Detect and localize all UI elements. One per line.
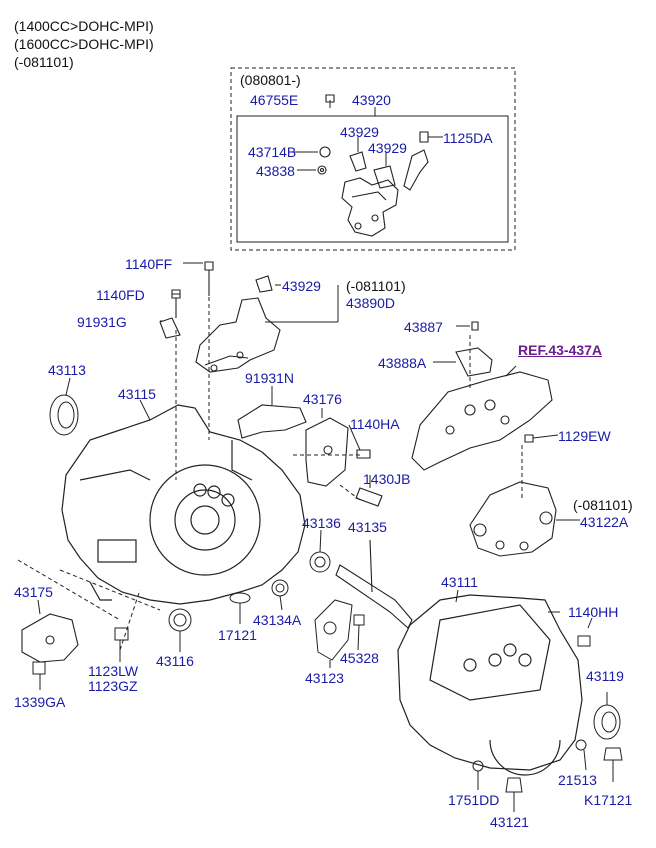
part-K17121[interactable]: K17121 <box>584 792 633 808</box>
header-line-1: (1400CC>DOHC-MPI) <box>14 18 154 34</box>
header-line-3: (-081101) <box>14 54 74 70</box>
clutch-housing-43115 <box>61 404 306 605</box>
part-43136[interactable]: 43136 <box>302 515 341 531</box>
bolt-1123LW <box>114 627 129 641</box>
part-43122A[interactable]: 43122A <box>580 514 629 530</box>
inset-solid-frame <box>236 115 509 243</box>
part-43920[interactable]: 43920 <box>352 92 391 108</box>
mount-bracket-43122A <box>469 481 557 557</box>
gasket-17121 <box>229 592 251 604</box>
o-ring-21513 <box>575 739 587 751</box>
inset-dashed-frame <box>230 67 516 251</box>
inset-date-note: (080801-) <box>240 72 301 88</box>
oil-seal-43113 <box>49 394 79 436</box>
part-1123LW[interactable]: 1123LW <box>88 663 139 679</box>
part-43890D[interactable]: 43890D <box>346 295 396 311</box>
part-1140HH[interactable]: 1140HH <box>568 604 619 620</box>
reference-link[interactable]: REF.43-437A <box>518 342 603 358</box>
part-43134A[interactable]: 43134A <box>253 612 302 628</box>
part-43888A[interactable]: 43888A <box>378 355 427 371</box>
part-43176[interactable]: 43176 <box>303 391 342 407</box>
part-43121[interactable]: 43121 <box>490 814 529 830</box>
part-1430JB[interactable]: 1430JB <box>363 471 411 487</box>
part-43115[interactable]: 43115 <box>118 386 156 402</box>
part-43111[interactable]: 43111 <box>441 574 478 590</box>
part-21513[interactable]: 21513 <box>558 772 597 788</box>
part-43838[interactable]: 43838 <box>256 163 295 179</box>
shift-rail-43135 <box>335 539 413 629</box>
part-46755E[interactable]: 46755E <box>250 92 299 108</box>
nut-1339GA <box>32 661 46 675</box>
seal-43136 <box>309 551 331 573</box>
part-1123GZ[interactable]: 1123GZ <box>88 678 138 694</box>
part-43135[interactable]: 43135 <box>348 519 387 535</box>
cover-43116 <box>168 608 192 632</box>
part-1140HA[interactable]: 1140HA <box>350 416 400 432</box>
bracket-43123 <box>314 599 353 661</box>
part-43123[interactable]: 43123 <box>305 670 344 686</box>
transmission-case-43111 <box>397 594 583 776</box>
part-43113[interactable]: 43113 <box>48 362 86 378</box>
part-1140FD[interactable]: 1140FD <box>96 287 145 303</box>
part-43119[interactable]: 43119 <box>586 668 624 684</box>
part-43887[interactable]: 43887 <box>404 319 443 335</box>
shift-cover-assembly <box>411 321 553 471</box>
part-1751DD[interactable]: 1751DD <box>448 792 500 808</box>
part-1125DA[interactable]: 1125DA <box>443 130 493 146</box>
oil-seal-43119 <box>593 704 621 740</box>
part-43929-inset-b[interactable]: 43929 <box>368 140 407 156</box>
part-91931G[interactable]: 91931G <box>77 314 127 330</box>
note-43890D: (-081101) <box>346 278 406 294</box>
bolt-45328 <box>353 614 365 626</box>
header-line-2: (1600CC>DOHC-MPI) <box>14 36 154 52</box>
drain-plug-43121 <box>505 777 523 793</box>
part-43116[interactable]: 43116 <box>156 653 194 669</box>
part-91931N[interactable]: 91931N <box>245 370 295 386</box>
bracket-43175 <box>21 613 79 663</box>
plug-K17121 <box>603 747 623 761</box>
part-1339GA[interactable]: 1339GA <box>14 694 66 710</box>
part-1129EW[interactable]: 1129EW <box>558 428 611 444</box>
seal-43134A <box>271 579 289 597</box>
part-1140FF[interactable]: 1140FF <box>125 256 173 272</box>
part-43929[interactable]: 43929 <box>282 278 321 294</box>
bolt-1140HH <box>577 635 591 647</box>
part-43714B[interactable]: 43714B <box>248 144 297 160</box>
part-45328[interactable]: 45328 <box>340 650 379 666</box>
inset-shift-bracket <box>317 94 429 237</box>
part-43175[interactable]: 43175 <box>14 584 53 600</box>
part-43929-inset-a[interactable]: 43929 <box>340 124 379 140</box>
part-17121[interactable]: 17121 <box>218 627 257 643</box>
bracket-43176 <box>237 404 383 507</box>
shift-bracket-43890D <box>159 261 281 373</box>
note-43122A: (-081101) <box>573 497 633 513</box>
